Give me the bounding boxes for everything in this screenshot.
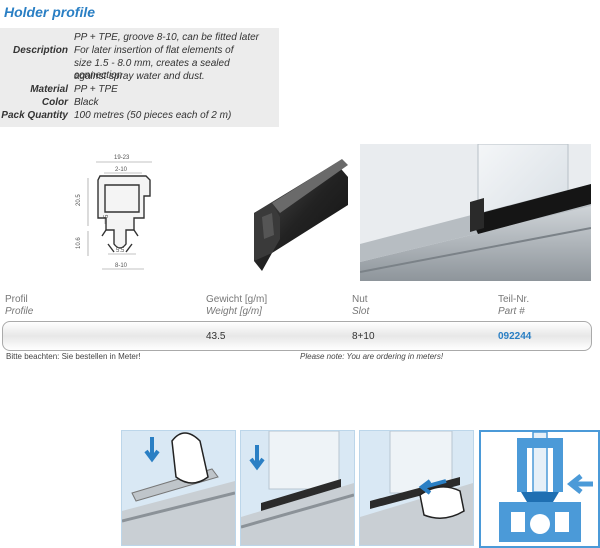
install-step-3 — [359, 430, 474, 546]
install-step-2 — [240, 430, 355, 546]
spec-label-pack-quantity: Pack Quantity — [1, 110, 68, 121]
dim-label: 10.6 — [76, 237, 82, 249]
dim-label: 5 — [104, 214, 110, 218]
dim-label: 8-10 — [115, 263, 128, 269]
dim-label: 20.5 — [76, 194, 82, 206]
profile-cross-section-drawing: 19-23 2-10 20.5 5 10.6 5.5 8-10 — [76, 155, 152, 270]
weight-value: 43.5 — [206, 331, 226, 342]
page-title: Holder profile — [4, 4, 96, 20]
install-step-4 — [479, 430, 600, 548]
column-header-weight: Gewicht [g/m] Weight [g/m] — [206, 294, 268, 317]
column-header-slot: Nut Slot — [352, 294, 370, 317]
spec-value: For later insertion of flat elements of — [74, 45, 234, 56]
profile-product-photo — [254, 159, 348, 271]
order-note-de: Bitte beachten: Sie bestellen in Meter! — [6, 352, 141, 361]
install-step-1 — [121, 430, 236, 546]
spec-value: PP + TPE — [74, 84, 118, 95]
spec-label-color: Color — [41, 97, 68, 108]
slot-value: 8+10 — [352, 331, 375, 342]
table-row[interactable]: 43.5 8+10 092244 — [2, 321, 592, 351]
spec-value: against spray water and dust. — [74, 71, 205, 82]
spec-value: PP + TPE, groove 8-10, can be fitted lat… — [74, 32, 260, 43]
dim-label: 5.5 — [116, 248, 125, 254]
spec-table: PP + TPE, groove 8-10, can be fitted lat… — [0, 28, 279, 127]
part-number[interactable]: 092244 — [498, 331, 532, 342]
spec-label-description: Description — [12, 45, 68, 56]
spec-value: Black — [74, 97, 99, 108]
column-header-profile: Profil Profile — [5, 294, 34, 317]
spec-label-material: Material — [30, 84, 68, 95]
order-note-en: Please note: You are ordering in meters! — [300, 352, 444, 361]
installed-profile-photo — [360, 144, 591, 281]
column-header-part: Teil-Nr. Part # — [498, 294, 530, 317]
dim-label: 2-10 — [115, 167, 128, 173]
dim-label: 19-23 — [114, 155, 130, 161]
spec-value: size 1.5 - 8.0 mm, creates a sealed conn… — [74, 58, 230, 81]
spec-value: 100 metres (50 pieces each of 2 m) — [74, 110, 232, 121]
